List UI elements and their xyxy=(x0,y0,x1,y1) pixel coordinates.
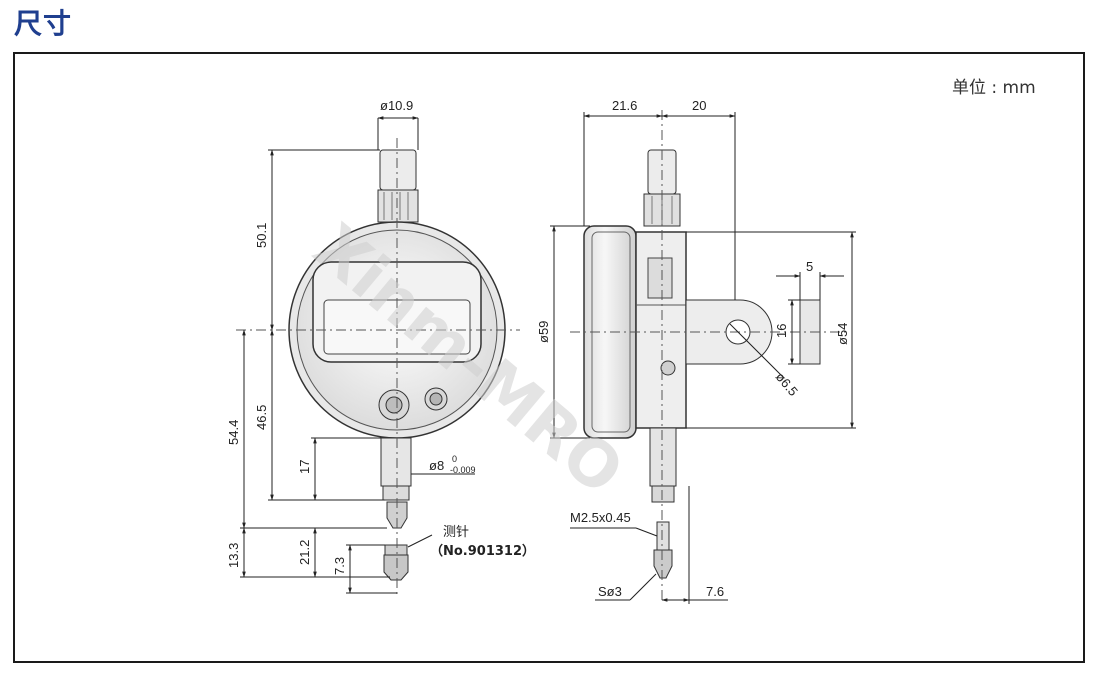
dim-height-top: 50.1 xyxy=(254,223,269,248)
side-view xyxy=(570,110,850,600)
dim-tol-lower: -0.009 xyxy=(450,465,476,475)
dim-lug-width: 5 xyxy=(806,259,813,274)
dim-lug-height: 16 xyxy=(774,324,789,338)
dim-tol-upper: 0 xyxy=(452,454,457,464)
stem-knurl xyxy=(377,189,419,223)
dim-width-right: 20 xyxy=(692,98,706,113)
dim-ball: Sø3 xyxy=(598,584,622,599)
side-dimensions xyxy=(550,112,856,604)
dim-spindle-length: 17 xyxy=(297,460,312,474)
dim-21-2: 21.2 xyxy=(297,540,312,565)
side-spindle xyxy=(649,427,677,487)
unit-label: 单位 : mm xyxy=(952,78,1036,98)
probe-number: （No.901312） xyxy=(430,543,535,559)
spindle xyxy=(380,437,412,487)
dim-back-diameter: ø54 xyxy=(835,323,850,345)
dim-body-diameter: ø59 xyxy=(536,321,551,343)
stem-cap xyxy=(379,149,417,191)
dim-spindle-diameter: ø8 xyxy=(429,458,444,473)
dim-tip-offset: 7.6 xyxy=(706,584,724,599)
dim-height-center: 46.5 xyxy=(254,405,269,430)
dim-lug-hole: ø6.5 xyxy=(773,369,801,399)
dim-7-3: 7.3 xyxy=(332,557,347,575)
dim-width-left: 21.6 xyxy=(612,98,637,113)
probe-thread xyxy=(384,544,408,556)
dim-stem-diameter: ø10.9 xyxy=(380,98,413,113)
drawing-frame xyxy=(13,52,1085,663)
front-dimensions xyxy=(240,116,475,594)
dim-13-3: 13.3 xyxy=(226,543,241,568)
dim-height-total: 54.4 xyxy=(226,420,241,445)
contact-point xyxy=(386,501,408,529)
dim-thread: M2.5x0.45 xyxy=(570,510,631,525)
probe-label: 测针 xyxy=(443,524,469,539)
side-body-front xyxy=(635,231,687,429)
side-stylus xyxy=(656,521,670,551)
probe-tip xyxy=(383,554,409,581)
page-title: 尺寸 xyxy=(14,7,73,40)
front-view xyxy=(236,138,520,595)
side-stylus-tip xyxy=(653,549,673,579)
